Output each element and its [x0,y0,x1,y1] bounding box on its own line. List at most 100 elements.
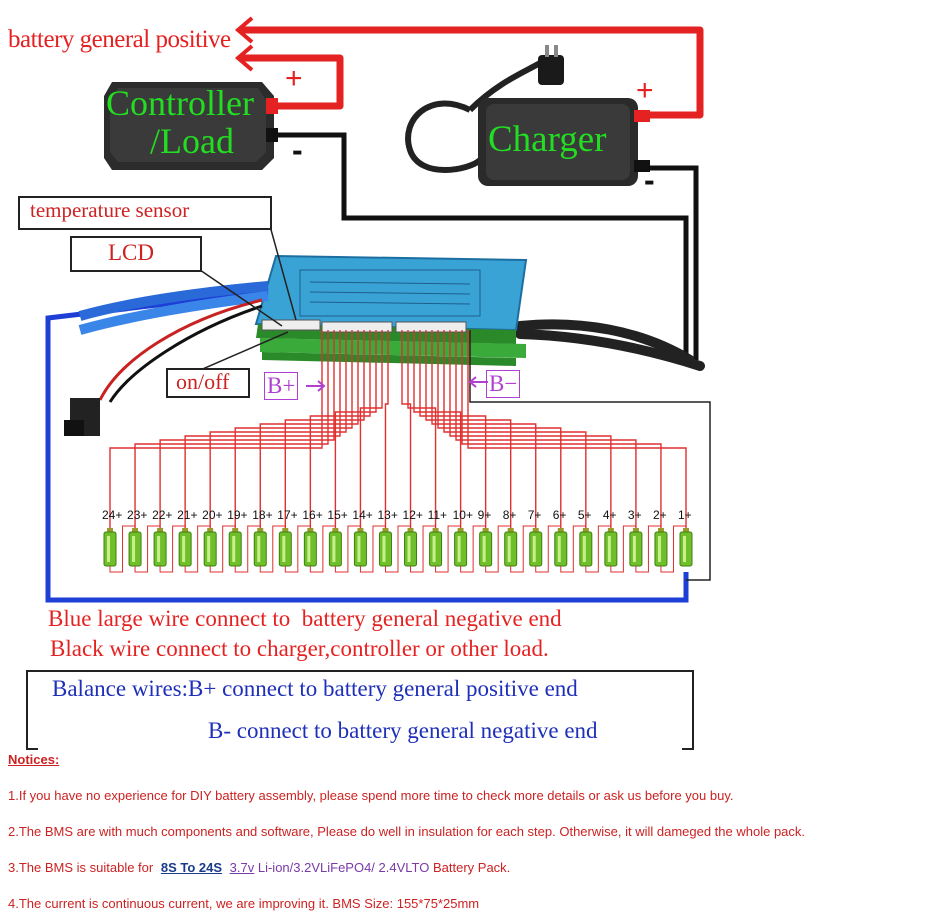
cell-series-link [560,525,586,573]
controller-label: Controller [106,83,254,123]
battery-cell [228,528,242,567]
cell-label: 8+ [502,508,517,522]
cell-series-link [535,525,561,573]
cell-label: 19+ [227,508,248,522]
notice-2: 2.The BMS are with much components and s… [8,824,806,839]
battery-cell [604,528,618,567]
battery-cell [303,528,317,567]
battery-cell [479,528,493,567]
battery-cells [103,525,693,573]
cell-label: 9+ [477,508,492,522]
balance-wire [209,330,347,528]
cell-series-link [435,525,461,573]
balance-line-1: Balance wires:B+ connect to battery gene… [52,676,578,701]
on-off-label-box: on/off [166,368,250,398]
b-minus-label: B− [486,370,521,398]
cell-series-link [109,525,136,573]
balance-line-2: B- connect to battery general negative e… [208,718,598,743]
controller-minus-sign: - [292,132,303,168]
cell-label: 16+ [302,508,323,522]
cell-label: 15+ [327,508,348,522]
battery-cell [629,528,643,567]
balance-wires [109,330,687,528]
lcd-label-box: LCD [70,236,202,272]
balance-wire [467,330,687,528]
battery-cell [404,528,418,567]
cell-series-link [334,525,361,573]
balance-wire [449,330,612,528]
black-wires [276,132,699,360]
load-label: /Load [150,121,234,161]
cell-series-link [359,525,386,573]
cell-series-link [384,525,411,573]
cell-label: 12+ [402,508,423,522]
temperature-sensor-label: temperature sensor [30,198,190,222]
blue-wire-note-b: battery general negative end [301,606,562,631]
battery-cell [278,528,292,567]
balance-wire [284,330,365,528]
battery-cell [654,528,668,567]
battery-cell [103,528,117,567]
controller-load-device [104,82,278,170]
cell-series-link [635,525,661,573]
cell-series-link [134,525,161,573]
notice-3-chem: Li-ion/3.2VLiFePO4/ 2.4VLTO [257,860,430,875]
cell-series-link [510,525,536,573]
balance-wire [134,330,329,528]
battery-cell [529,528,543,567]
balance-wire [259,330,359,528]
cell-label: 3+ [627,508,642,522]
charger-label: Charger [488,119,607,160]
on-off-label: on/off [176,369,230,394]
notice-3: 3.The BMS is suitable for 8S To 24S 3.7v… [8,860,510,875]
black-wire-note: Black wire connect to charger,controller… [50,636,549,661]
blue-wire-note-a: Blue large wire connect to [48,606,291,631]
battery-cell [429,528,443,567]
balance-wire [184,330,341,528]
cell-series-link [209,525,236,573]
bms-board [254,254,528,366]
black-thick-cable [515,319,705,371]
controller-plus-sign: + [285,62,303,95]
b-plus-label: B+ [264,372,299,400]
balance-wire [109,330,323,528]
positive-wire [240,26,704,119]
cell-series-link [159,525,186,573]
cell-label: 2+ [652,508,667,522]
balance-wire [334,330,377,528]
battery-cell [579,528,593,567]
cell-series-link [610,525,636,573]
cell-series-link [585,525,611,573]
balance-wire [419,330,487,528]
cell-label: 17+ [277,508,298,522]
battery-cell [679,528,693,567]
cell-label: 10+ [452,508,473,522]
cell-label: 5+ [577,508,592,522]
cell-series-link [259,525,286,573]
balance-wire [437,330,562,528]
battery-cell [504,528,518,567]
battery-cell [554,528,568,567]
cell-label: 14+ [352,508,373,522]
battery-cell [203,528,217,567]
notice-3-voltage: 3.7v [229,860,255,875]
notice-3-suffix: Battery Pack. [429,860,511,875]
cell-series-link [284,525,311,573]
balance-wire [455,330,637,528]
blue-wire-note: Blue large wire connect to battery gener… [48,606,562,632]
cell-series-link [460,525,486,573]
battery-cell [328,528,342,567]
cell-series-link [485,525,511,573]
cell-label: 11+ [427,508,448,522]
b-arrows [306,376,488,392]
cell-label: 21+ [177,508,198,522]
cell-label: 24+ [102,508,123,522]
charger-minus-sign: - [644,162,655,198]
cell-series-link [234,525,261,573]
balance-wire [159,330,335,528]
cell-label: 23+ [127,508,148,522]
battery-cell [378,528,392,567]
cell-label: 1+ [678,508,692,522]
charger-plus-sign: + [636,74,654,107]
notice-1: 1.If you have no experience for DIY batt… [8,788,734,803]
